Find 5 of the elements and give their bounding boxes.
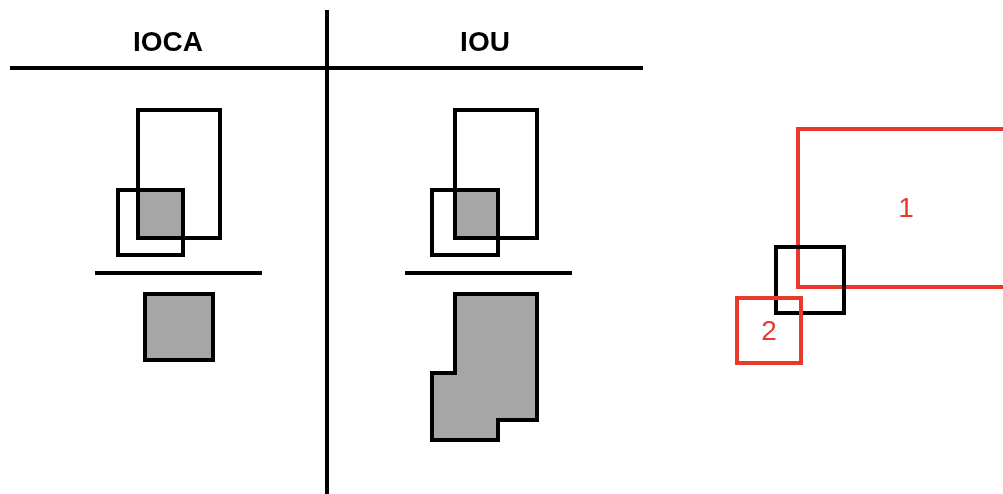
column-heading: IOCA [133,26,203,58]
bounding-box: 1 [796,127,1003,289]
column-heading: IOU [460,26,510,58]
bounding-box [774,245,846,315]
bounding-box: 2 [735,296,803,365]
